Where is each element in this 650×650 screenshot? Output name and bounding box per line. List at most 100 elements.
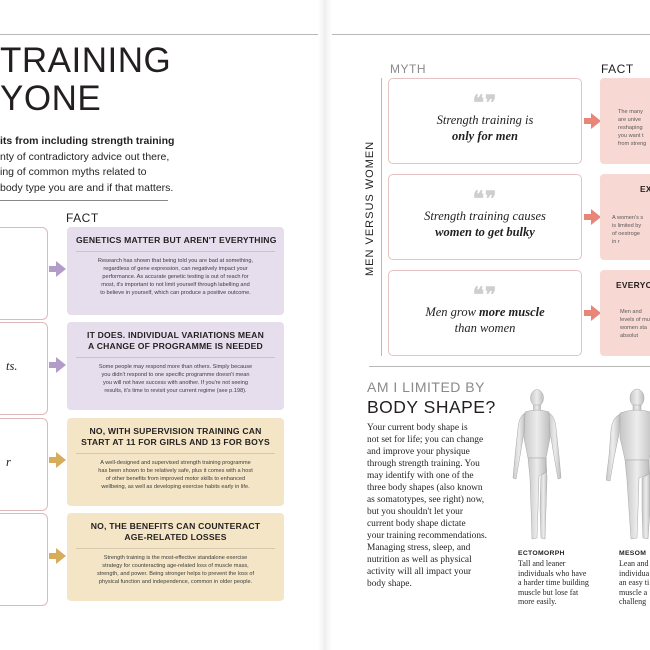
myth-box [0,227,48,320]
fact-divider [76,251,275,252]
myth-fragment: r [6,455,11,469]
arrow-right-icon [49,452,66,468]
intro-paragraph: its from including strength training nty… [0,134,175,196]
body-paragraph: Your current body shape is not set for l… [367,422,509,590]
mesomorph-figure [606,388,650,540]
myth-emphasis: women to get bulky [435,225,535,239]
fact-divider [76,453,275,454]
fact-card: EVERYO Men and levels of mu women sta ab… [600,270,650,356]
fact-card: The many are unive reshaping you want t … [600,78,650,164]
fact-card: NO, WITH SUPERVISION TRAINING CAN START … [67,418,284,506]
fact-heading: EVERYO [616,280,650,290]
fact-column-header: FACT [66,211,99,225]
quote-icon: ❝❞ [472,91,498,115]
body-line: activity will all impact your [367,567,472,577]
fact-body: A women's s is limited by of oestroge in… [612,215,644,245]
fact-heading: GENETICS MATTER BUT AREN'T EVERYTHING [76,235,277,245]
myth-line: Strength training is [436,113,534,127]
myth-text: Men grow more muscle than women [389,304,581,336]
arrow-right-icon [49,548,66,564]
body-line: and improve your physique [367,447,470,457]
caption-line: Lean and [619,559,649,568]
myth-line: Strength training causes [424,209,546,223]
myth-fragment: ts. [6,359,18,373]
body-line: as somatotypes, see right) now, [367,495,485,505]
fact-heading: NO, WITH SUPERVISION TRAINING CAN START … [81,426,270,447]
ectomorph-figure [512,389,562,540]
myth-text: Strength training is only for men [389,112,581,144]
fact-body: Research has shown that being told you a… [97,258,254,296]
somatotype-description: Lean and individua an easy ti muscle a c… [619,559,649,607]
body-line: current body shape dictate [367,519,466,529]
arrow-right-icon [584,209,601,225]
body-line: Managing stress, sleep, and [367,543,471,553]
body-line: Your current body shape is [367,423,468,433]
body-line: but you shouldn't let your [367,507,463,517]
myth-box: ❝❞ Strength training is only for men [388,78,582,164]
myth-emphasis: more muscle [479,305,545,319]
intro-lead: its from including strength training [0,135,175,147]
title-line-2: YONE [0,79,102,118]
fact-body: Strength training is the most-effective … [96,555,255,585]
section-subheading: AM I LIMITED BY [367,379,485,395]
body-line: three body shapes (also known [367,483,483,493]
caption-line: a harder time building [518,578,589,587]
caption-line: muscle but lose fat [518,587,579,597]
fact-column-header: FACT [601,62,634,76]
myth-box [0,513,48,606]
myth-box: ❝❞ Men grow more muscle than women [388,270,582,356]
fact-body: The many are unive reshaping you want t … [618,109,647,147]
quote-icon: ❝❞ [472,187,498,211]
caption-line: more easily. [518,597,557,606]
fact-heading: IT DOES. INDIVIDUAL VARIATIONS MEAN A CH… [87,330,264,351]
arrow-right-icon [584,113,601,129]
body-line: nutrition as well as physical [367,555,472,565]
myth-box: ts. [0,322,48,415]
intro-line: body type you are and if that matters. [0,181,174,194]
section-divider [369,366,650,367]
fact-card: IT DOES. INDIVIDUAL VARIATIONS MEAN A CH… [67,322,284,410]
myth-line: Men grow [425,305,480,319]
quote-icon: ❝❞ [472,283,498,307]
body-line: body shape. [367,579,412,589]
fact-card: NO, THE BENEFITS CAN COUNTERACT AGE-RELA… [67,513,284,601]
myth-box: ❝❞ Strength training causes women to get… [388,174,582,260]
intro-divider [0,200,168,201]
myth-text: Strength training causes women to get bu… [389,208,581,240]
fact-heading: EX [640,184,650,194]
somatotype-name: ECTOMORPH [518,550,565,557]
fact-divider [76,357,275,358]
caption-line: an easy ti [619,578,650,587]
body-line: your training recommendations. [367,531,488,541]
caption-line: individua [619,568,650,578]
body-line: through strength training. You [367,459,480,469]
myth-column-header: MYTH [390,62,426,76]
section-label: MEN VERSUS WOMEN [364,140,376,276]
fact-divider [76,548,275,549]
fact-card: EX A women's s is limited by of oestroge… [600,174,650,260]
arrow-right-icon [584,305,601,321]
body-line: may identify with one of the [367,471,474,481]
somatotype-name: MESOM [619,550,647,557]
body-line: not set for life; you can change [367,435,484,445]
fact-body: Men and levels of mu women sta absolut [620,309,650,339]
section-heading: BODY SHAPE? [367,397,496,417]
fact-heading: NO, THE BENEFITS CAN COUNTERACT AGE-RELA… [90,521,261,542]
title-line-1: TRAINING [0,41,172,80]
section-vertical-rule [381,78,382,356]
fact-body: Some people may respond more than others… [98,364,253,394]
myth-box: r [0,418,48,511]
caption-line: Tall and leaner [518,559,566,568]
intro-line: ing of common myths related to [0,166,147,178]
intro-line: nty of contradictory advice out there, [0,150,170,163]
caption-line: challeng [619,597,647,606]
arrow-right-icon [49,261,66,277]
book-gutter [318,0,332,650]
caption-line: individuals who have [518,568,587,578]
fact-card: GENETICS MATTER BUT AREN'T EVERYTHING Re… [67,227,284,315]
caption-line: muscle a [619,587,648,597]
arrow-right-icon [49,357,66,373]
fact-body: A well-designed and supervised strength … [98,460,253,490]
myth-line: than women [454,321,516,335]
somatotype-description: Tall and leaner individuals who have a h… [518,559,589,607]
